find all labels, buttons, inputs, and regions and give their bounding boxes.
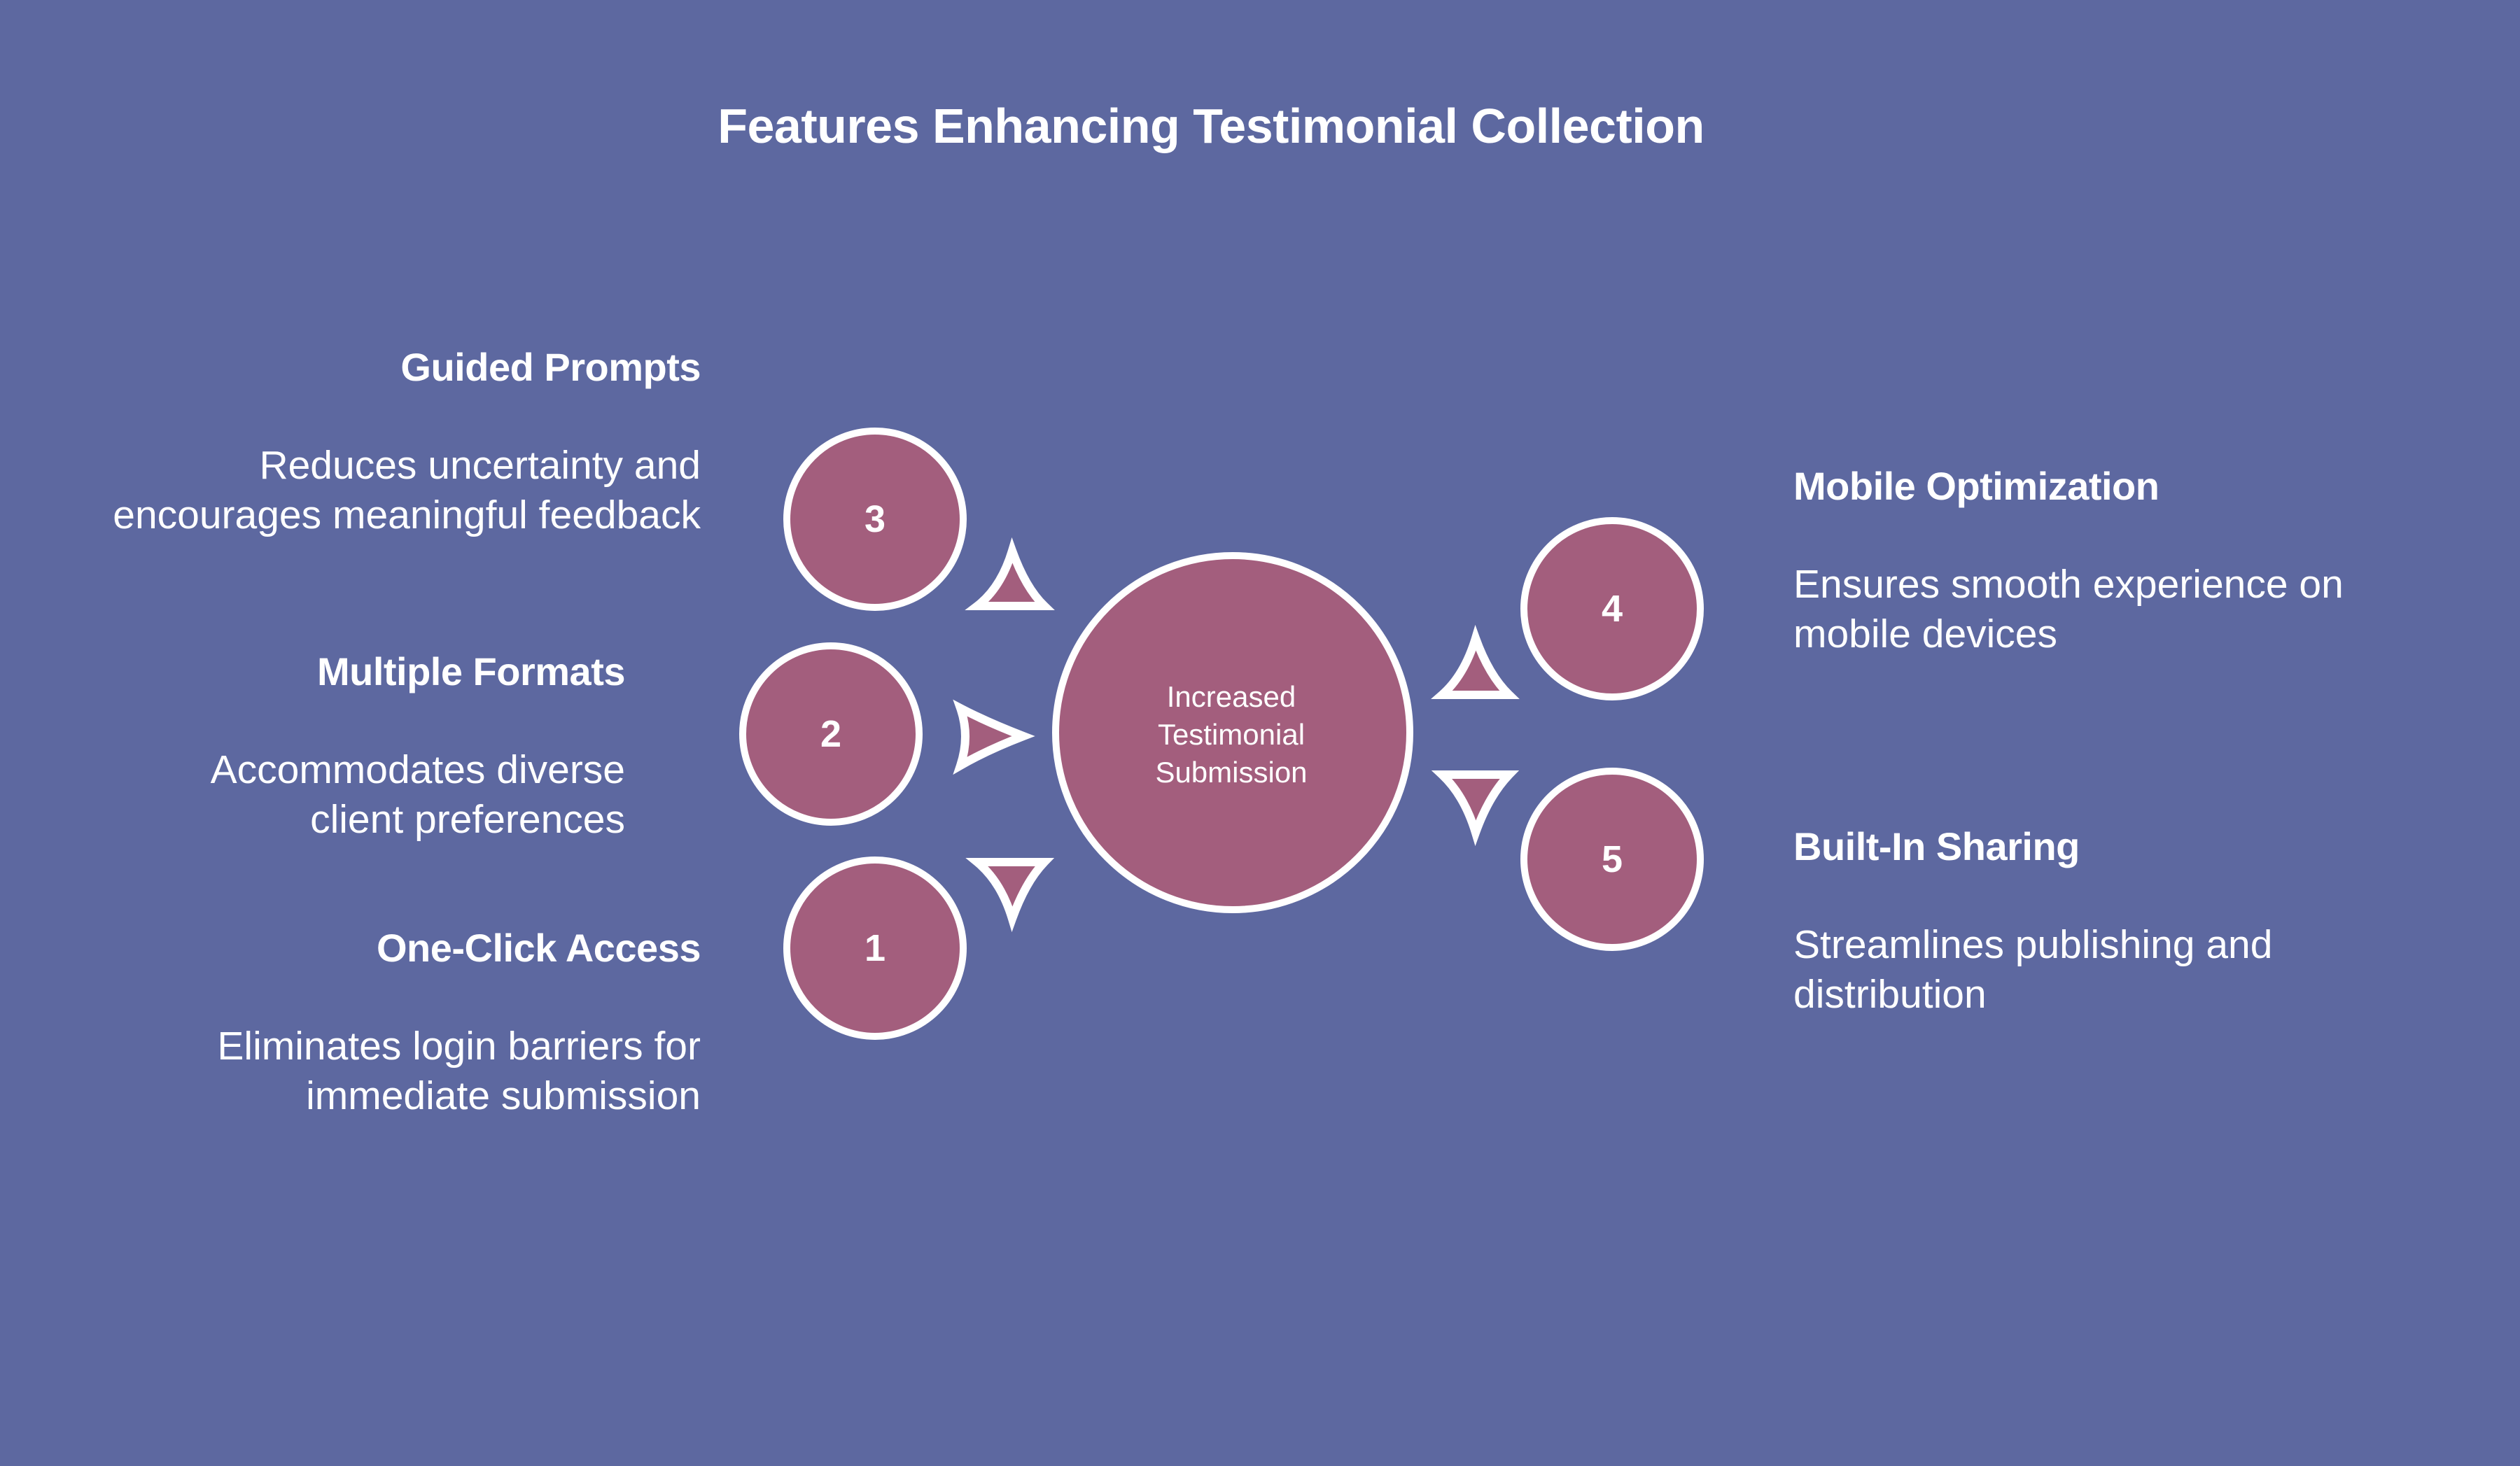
node-5-number: 5 <box>1601 838 1623 880</box>
diagram-title: Features Enhancing Testimonial Collectio… <box>718 99 1704 153</box>
arrow-up-icon <box>965 537 1055 610</box>
node-5 <box>1520 768 1704 951</box>
feature-title: One-Click Access <box>376 926 701 970</box>
feature-description: Eliminates login barriers for immediate … <box>217 1024 701 1118</box>
feature-guided-prompts: Guided Prompts Reduces uncertainty and e… <box>113 343 701 540</box>
feature-title: Guided Prompts <box>400 345 701 389</box>
node-3 <box>783 428 967 611</box>
feature-title: Multiple Formats <box>316 649 626 693</box>
feature-title: Mobile Optimization <box>1793 464 2160 508</box>
arrow-down-right-icon <box>1431 770 1520 847</box>
arrow-right-icon <box>953 699 1035 775</box>
feature-multiple-formats: Multiple Formats Accommodates diverse cl… <box>210 647 626 845</box>
feature-one-click-access: One-Click Access Eliminates login barrie… <box>217 924 701 1121</box>
feature-built-in-sharing: Built-In Sharing Streamlines publishing … <box>1793 822 2272 1020</box>
feature-description: Reduces uncertainty and encourages meani… <box>113 443 701 537</box>
node-2-number: 2 <box>820 713 842 755</box>
node-3-number: 3 <box>864 498 886 540</box>
feature-description: Accommodates diverse client preferences <box>210 747 625 842</box>
node-1-number: 1 <box>864 927 886 969</box>
center-node-label: Increased Testimonial Submission <box>1155 680 1308 789</box>
node-1 <box>783 857 967 1040</box>
node-2 <box>739 642 923 826</box>
node-4-number: 4 <box>1601 588 1623 630</box>
feature-title: Built-In Sharing <box>1793 824 2080 868</box>
center-node <box>1052 552 1413 913</box>
arrow-up-right-icon <box>1431 624 1520 699</box>
feature-description: Ensures smooth experience on mobile devi… <box>1793 562 2344 656</box>
node-4 <box>1520 517 1704 700</box>
arrow-down-icon <box>965 858 1055 933</box>
feature-description: Streamlines publishing and distribution <box>1793 922 2273 1017</box>
feature-mobile-optimization: Mobile Optimization Ensures smooth exper… <box>1793 462 2344 659</box>
